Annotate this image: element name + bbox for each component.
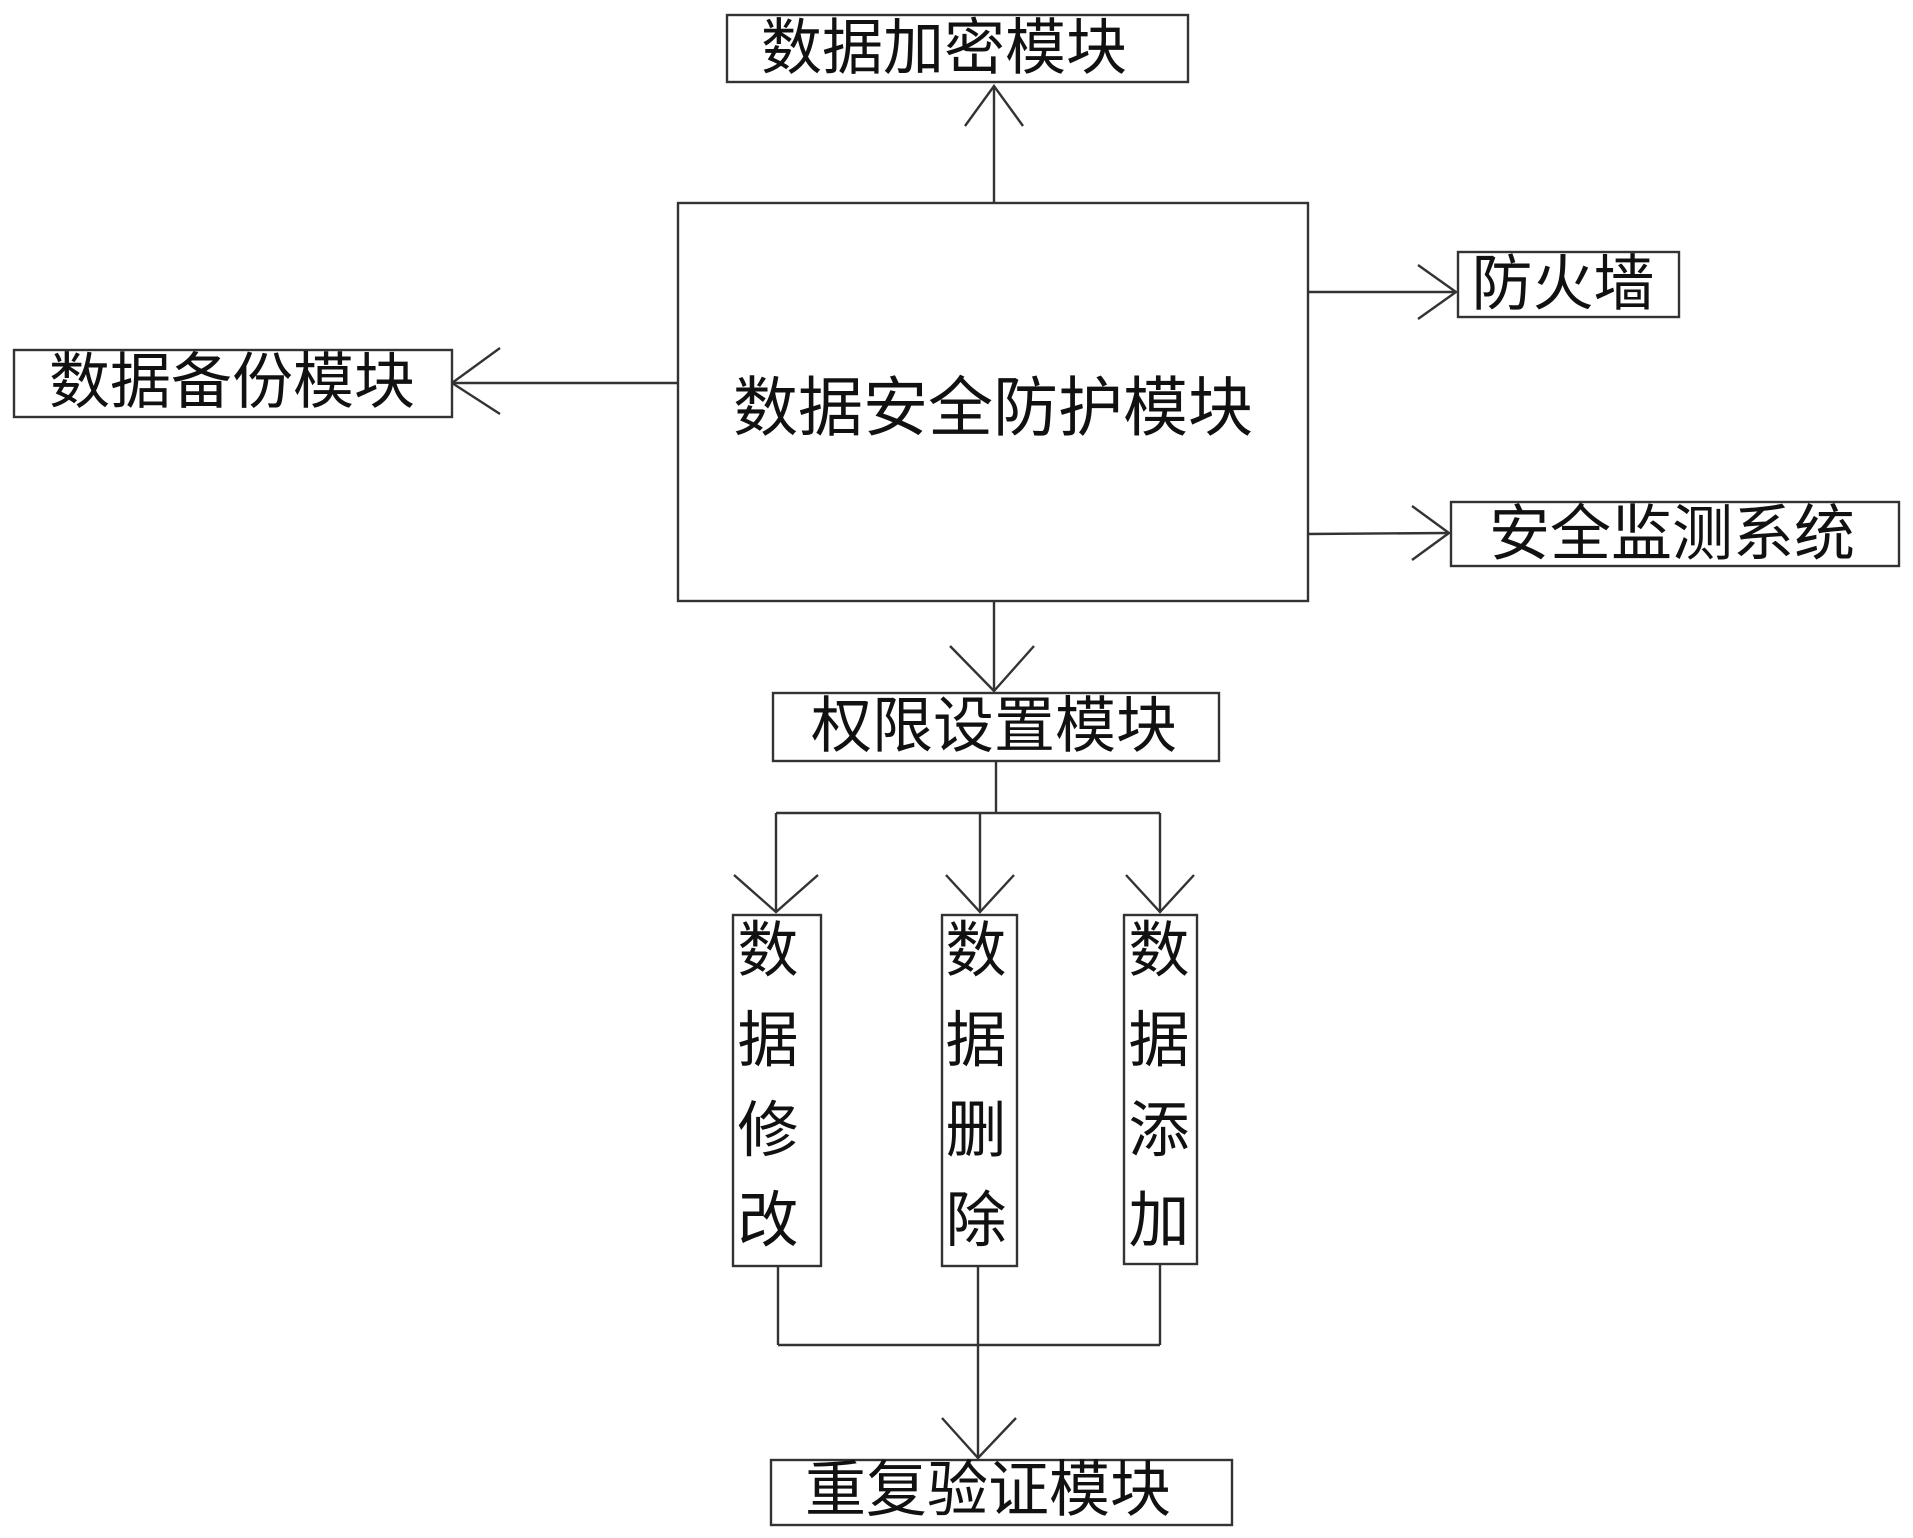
- node-firewall-box: [1456, 250, 1681, 319]
- node-backup-label: 数据备份模块: [49, 347, 415, 418]
- node-permission-box: [771, 691, 1221, 763]
- node-modify-label: 数据修改: [737, 915, 798, 1256]
- node-add-box: [1122, 913, 1199, 1266]
- node-delete-box: [940, 913, 1019, 1268]
- node-verify-label: 重复验证模块: [805, 1455, 1171, 1526]
- arrowhead-encryption: [964, 83, 1024, 127]
- arrowhead-monitoring: [1411, 505, 1452, 561]
- arrowhead-verify: [941, 1417, 1017, 1460]
- node-firewall: 防火墙: [1456, 249, 1681, 320]
- node-encryption-label: 数据加密模块: [761, 13, 1127, 84]
- node-add: 数据添加: [1122, 913, 1199, 1266]
- node-encryption-box: [725, 13, 1190, 84]
- arrowhead-add: [1125, 874, 1195, 914]
- node-backup-box: [12, 348, 454, 419]
- arrowhead-delete: [945, 874, 1015, 914]
- node-verify: 重复验证模块: [769, 1455, 1234, 1527]
- node-monitoring-box: [1449, 500, 1901, 568]
- node-add-label: 数据添加: [1128, 915, 1189, 1256]
- node-center-label: 数据安全防护模块: [733, 371, 1253, 446]
- arrowhead-firewall: [1417, 264, 1459, 320]
- edge-center-to-monitoring: [1306, 531, 1450, 536]
- node-center-box: [676, 201, 1310, 603]
- node-modify: 数据修改: [731, 913, 823, 1268]
- connectors: [449, 83, 1459, 1460]
- node-verify-box: [769, 1458, 1234, 1527]
- arrowhead-modify: [733, 874, 819, 914]
- node-delete-label: 数据删除: [945, 915, 1006, 1256]
- node-monitoring-label: 安全监测系统: [1489, 499, 1855, 570]
- node-center: 数据安全防护模块: [676, 201, 1310, 603]
- node-backup: 数据备份模块: [12, 347, 454, 419]
- arrowhead-backup: [449, 347, 501, 416]
- node-delete: 数据删除: [940, 913, 1019, 1268]
- node-monitoring: 安全监测系统: [1449, 499, 1901, 570]
- node-modify-box: [731, 913, 823, 1268]
- arrowhead-permission: [949, 645, 1035, 693]
- node-permission-label: 权限设置模块: [811, 691, 1177, 762]
- node-encryption: 数据加密模块: [725, 13, 1190, 84]
- node-permission: 权限设置模块: [771, 691, 1221, 763]
- node-firewall-label: 防火墙: [1471, 249, 1654, 320]
